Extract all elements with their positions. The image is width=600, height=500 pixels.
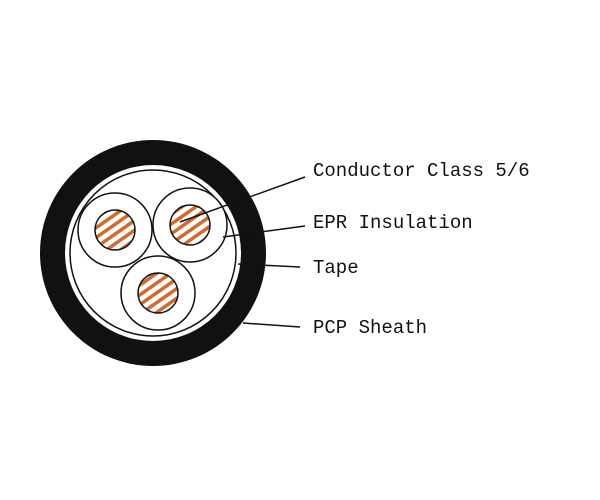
label-tape: Tape xyxy=(313,257,359,279)
label-conductor: Conductor Class 5/6 xyxy=(313,160,530,182)
core-2 xyxy=(152,187,228,263)
leader-tape xyxy=(237,263,301,268)
core-3 xyxy=(120,255,196,331)
conductor xyxy=(94,209,136,251)
core-1 xyxy=(77,192,153,268)
label-insulation: EPR Insulation xyxy=(313,212,473,234)
leader-sheath xyxy=(242,322,301,328)
conductor xyxy=(137,272,179,314)
conductor xyxy=(169,204,211,246)
leader-insulation xyxy=(222,225,306,238)
label-sheath: PCP Sheath xyxy=(313,317,427,339)
leader-conductor xyxy=(179,176,306,223)
